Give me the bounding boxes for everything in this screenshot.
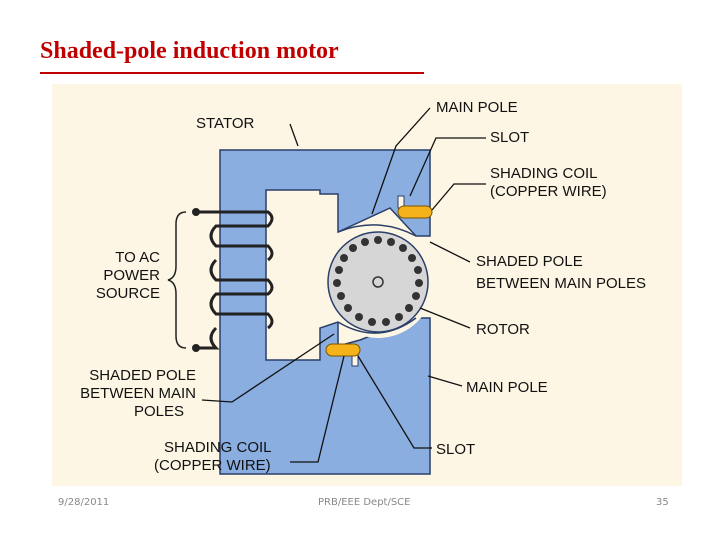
source-brace xyxy=(167,211,187,349)
terminal-bottom xyxy=(192,344,200,352)
label-shading-coil-bottom-2: (COPPER WIRE) xyxy=(154,457,271,474)
title-underline xyxy=(40,72,424,74)
label-shaded-pole-left-3: POLES xyxy=(134,403,184,420)
label-ac-source-3: SOURCE xyxy=(96,285,160,302)
footer-date: 9/28/2011 xyxy=(58,497,110,508)
label-shaded-pole-left-2: BETWEEN MAIN xyxy=(80,385,196,402)
stator-winding xyxy=(196,210,274,350)
label-shading-coil-bottom-1: SHADING COIL xyxy=(164,439,272,456)
pole-face-bottom xyxy=(337,317,417,334)
label-slot-top: SLOT xyxy=(490,129,529,146)
label-main-pole-bottom: MAIN POLE xyxy=(466,379,548,396)
terminal-top xyxy=(192,208,200,216)
label-shaded-pole-left-1: SHADED POLE xyxy=(89,367,196,384)
shading-coil-bottom xyxy=(325,343,361,357)
label-stator: STATOR xyxy=(196,115,255,132)
label-slot-bottom: SLOT xyxy=(436,441,475,458)
footer-department: PRB/EEE Dept/SCE xyxy=(318,497,411,508)
footer-page-number: 35 xyxy=(656,497,669,508)
label-shaded-pole-right-2: BETWEEN MAIN POLES xyxy=(476,275,646,292)
slide-title: Shaded-pole induction motor xyxy=(40,38,339,64)
pole-face-top xyxy=(337,224,417,237)
stator-core xyxy=(219,149,431,475)
label-shading-coil-top-2: (COPPER WIRE) xyxy=(490,183,607,200)
leader-lines xyxy=(201,107,486,463)
label-ac-source-2: POWER xyxy=(103,267,160,284)
label-rotor: ROTOR xyxy=(476,321,530,338)
rotor-shaft xyxy=(372,276,384,288)
shading-coil-top xyxy=(397,205,433,219)
label-ac-source-1: TO AC xyxy=(115,249,160,266)
label-main-pole-top: MAIN POLE xyxy=(436,99,518,116)
rotor-bars xyxy=(333,236,423,326)
label-shading-coil-top-1: SHADING COIL xyxy=(490,165,598,182)
label-shaded-pole-right-1: SHADED POLE xyxy=(476,253,583,270)
